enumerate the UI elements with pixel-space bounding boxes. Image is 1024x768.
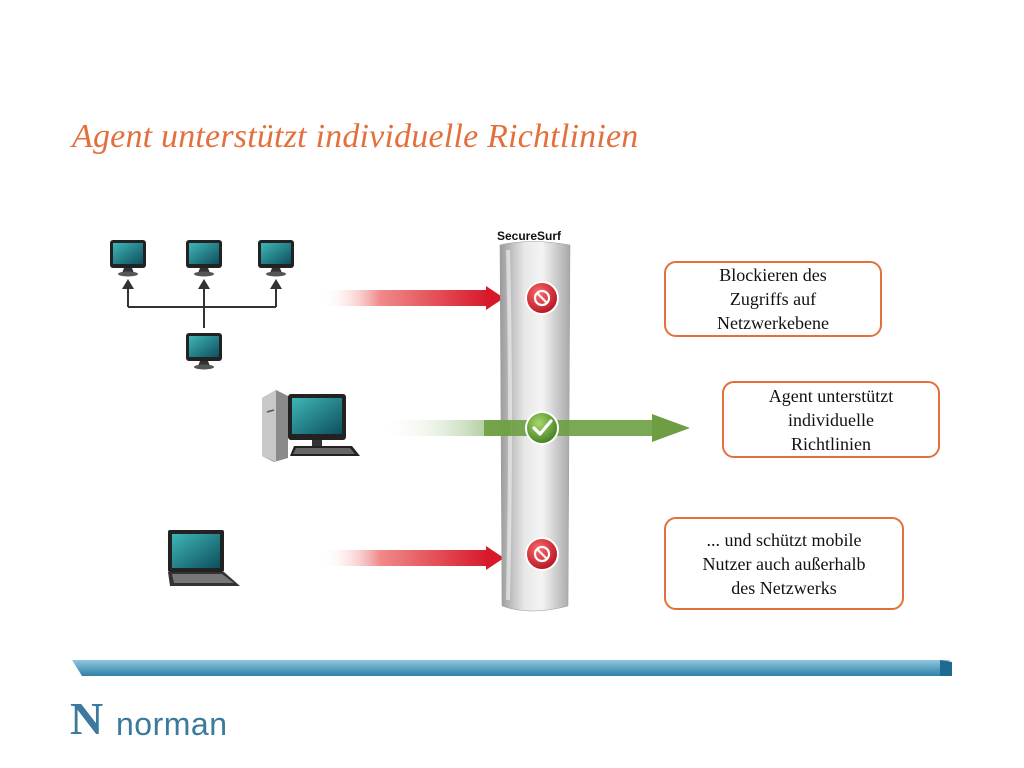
page-title: Agent unterstützt individuelle Richtlini… — [72, 118, 639, 155]
callout-agent-policy: Agent unterstützt individuelle Richtlini… — [722, 381, 940, 458]
block-icon — [525, 281, 559, 315]
monitor-icon — [186, 333, 222, 370]
norman-logo-word: norman — [116, 706, 228, 742]
callout-line: Blockieren des — [719, 265, 827, 285]
footer-bar — [72, 660, 952, 676]
monitor-icon — [258, 240, 294, 277]
callout-line: Richtlinien — [790, 433, 871, 454]
network-connector — [127, 287, 277, 328]
blocked-arrow-top — [322, 286, 504, 310]
network-computers-icon — [110, 240, 294, 370]
callout-line: individuelle — [788, 409, 874, 430]
callout-line: Nutzer auch außerhalb — [702, 553, 866, 574]
callout-line: des Netzwerks — [731, 577, 837, 598]
check-icon — [525, 411, 559, 445]
gateway-label: SecureSurf — [497, 229, 562, 243]
callout-line: Netzwerkebene — [717, 313, 829, 333]
callout-line: Agent unterstützt — [768, 385, 894, 406]
desktop-pc-icon — [262, 390, 360, 462]
block-icon — [525, 537, 559, 571]
norman-logo-mark: N — [70, 693, 104, 744]
blocked-arrow-bottom — [322, 546, 504, 570]
monitor-icon — [110, 240, 146, 277]
laptop-icon — [168, 530, 240, 586]
callout-network-block: Blockieren des Zugriffs auf Netzwerkeben… — [664, 261, 882, 337]
monitor-icon — [186, 240, 222, 277]
callout-line: ... und schützt mobile — [706, 529, 862, 550]
callout-line: Zugriffs auf — [729, 289, 817, 309]
callout-mobile-protect: ... und schützt mobile Nutzer auch außer… — [664, 517, 904, 610]
